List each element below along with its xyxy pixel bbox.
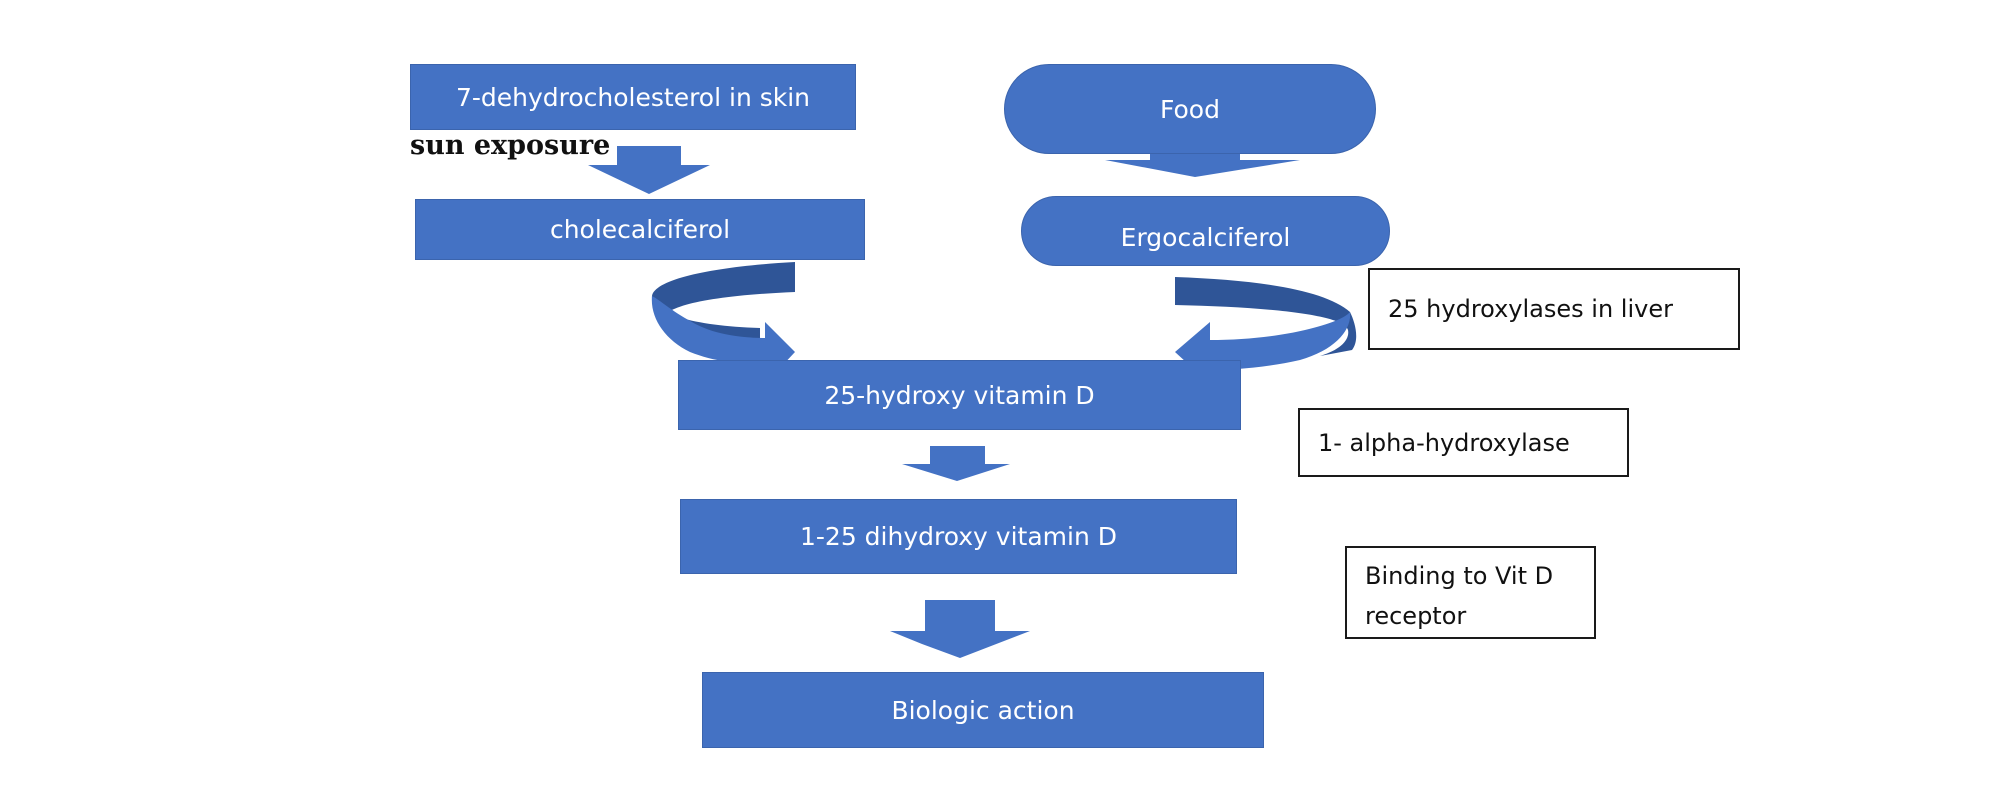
note-1-alpha-hydroxylase-text: 1- alpha-hydroxylase bbox=[1318, 428, 1570, 457]
node-25-hydroxy-vitamin-d: 25-hydroxy vitamin D bbox=[678, 360, 1241, 430]
note-1-alpha-hydroxylase: 1- alpha-hydroxylase bbox=[1298, 408, 1629, 477]
sun-exposure-label: sun exposure bbox=[410, 130, 611, 161]
arrow-hydroxy-to-dihydroxy bbox=[902, 446, 1010, 481]
arrow-dihydroxy-to-biologic bbox=[890, 600, 1030, 658]
note-binding-vitd-receptor: Binding to Vit D receptor bbox=[1345, 546, 1596, 639]
node-7-dehydrocholesterol: 7-dehydrocholesterol in skin bbox=[410, 64, 856, 130]
node-1-25-dihydroxy-vitamin-d-label: 1-25 dihydroxy vitamin D bbox=[799, 522, 1117, 551]
node-ergocalciferol: Ergocalciferol bbox=[1021, 196, 1390, 266]
node-25-hydroxy-vitamin-d-label: 25-hydroxy vitamin D bbox=[824, 380, 1095, 410]
node-biologic-action-label: Biologic action bbox=[891, 695, 1075, 725]
arrow-sun-to-cholecalciferol bbox=[588, 146, 710, 194]
node-7-dehydrocholesterol-label: 7-dehydrocholesterol in skin bbox=[455, 82, 811, 112]
note-25-hydroxylases-liver-text: 25 hydroxylases in liver bbox=[1388, 295, 1673, 323]
node-biologic-action: Biologic action bbox=[702, 672, 1264, 748]
node-cholecalciferol-label: cholecalciferol bbox=[549, 215, 731, 244]
note-binding-vitd-receptor-text: Binding to Vit D receptor bbox=[1365, 562, 1554, 630]
node-ergocalciferol-label: Ergocalciferol bbox=[1120, 222, 1291, 252]
node-1-25-dihydroxy-vitamin-d: 1-25 dihydroxy vitamin D bbox=[680, 499, 1237, 574]
node-cholecalciferol: cholecalciferol bbox=[415, 199, 865, 260]
node-food: Food bbox=[1004, 64, 1376, 154]
note-25-hydroxylases-liver: 25 hydroxylases in liver bbox=[1368, 268, 1740, 350]
node-food-label: Food bbox=[1160, 94, 1220, 124]
